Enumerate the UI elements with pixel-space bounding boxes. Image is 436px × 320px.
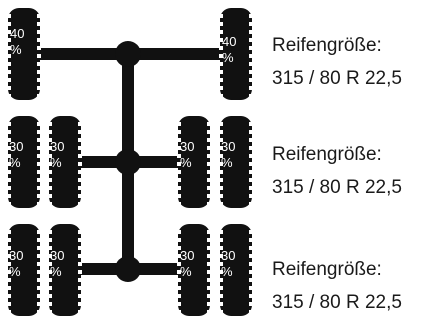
middle-tire-size: Reifengröße: 315 / 80 R 22,5: [272, 138, 402, 204]
rear-left-inner-tire-load: 30%: [50, 248, 65, 279]
tire-icon: [48, 116, 82, 208]
tire-icon: [219, 116, 253, 208]
front-tire-size: Reifengröße: 315 / 80 R 22,5: [272, 29, 402, 95]
middle-right-outer-tire-load: 30%: [221, 139, 236, 170]
tire-size-heading: Reifengröße:: [272, 259, 382, 280]
rear-tire-size: Reifengröße: 315 / 80 R 22,5: [272, 253, 402, 319]
middle-left-inner-tire-load: 30%: [50, 139, 65, 170]
tire-icon: [7, 224, 41, 316]
front-left-tire-load: 40%: [10, 26, 25, 57]
tire-size-heading: Reifengröße:: [272, 144, 382, 165]
hub-joint-icon: [115, 256, 141, 282]
front-right-tire-load: 40%: [222, 34, 237, 65]
hub-joint-icon: [115, 41, 141, 67]
hub-joint-icon: [115, 149, 141, 175]
rear-left-outer-tire-load: 30%: [9, 248, 24, 279]
tire-icon: [48, 224, 82, 316]
tire-icon: [7, 116, 41, 208]
tire-icon: [177, 224, 211, 316]
rear-right-outer-tire-load: 30%: [221, 248, 236, 279]
tire-size-heading: Reifengröße:: [272, 35, 382, 56]
middle-left-outer-tire-load: 30%: [9, 139, 24, 170]
tire-size-value: 315 / 80 R 22,5: [272, 292, 402, 313]
rear-right-inner-tire-load: 30%: [180, 248, 195, 279]
tire-size-value: 315 / 80 R 22,5: [272, 68, 402, 89]
tire-icon: [177, 116, 211, 208]
middle-right-inner-tire-load: 30%: [180, 139, 195, 170]
tire-icon: [219, 8, 253, 100]
tire-icon: [219, 224, 253, 316]
tire-size-value: 315 / 80 R 22,5: [272, 177, 402, 198]
tire-icon: [7, 8, 41, 100]
